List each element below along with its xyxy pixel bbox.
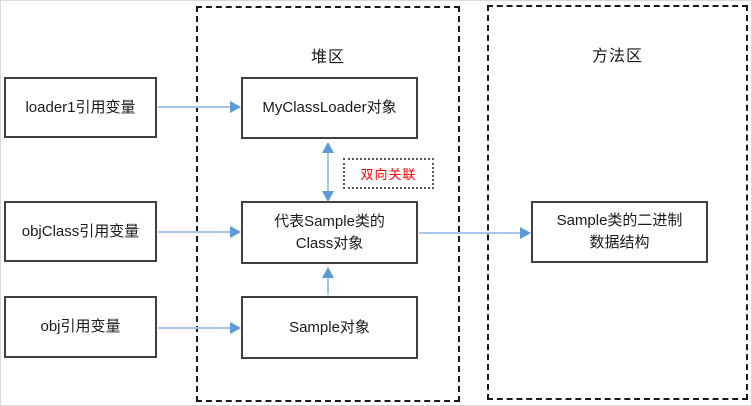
node-sample-object: Sample对象 bbox=[241, 296, 418, 359]
arrow-up-head-icon bbox=[322, 142, 334, 153]
arrow-down-head-icon bbox=[322, 191, 334, 202]
heap-region: 堆区 bbox=[196, 6, 460, 402]
node-myclassloader-object: MyClassLoader对象 bbox=[241, 77, 418, 139]
arrow-up-head-icon bbox=[322, 267, 334, 278]
arrow-right-head-icon bbox=[520, 227, 531, 239]
node-sample-binary-data: Sample类的二进制 数据结构 bbox=[531, 201, 708, 263]
bidirectional-association-label: 双向关联 bbox=[360, 167, 417, 182]
node-obj-ref: obj引用变量 bbox=[4, 296, 157, 358]
arrow-line bbox=[327, 278, 329, 295]
arrow-line bbox=[158, 231, 230, 233]
node-loader1-ref: loader1引用变量 bbox=[4, 77, 157, 138]
heap-region-title: 堆区 bbox=[310, 49, 345, 66]
method-area-title: 方法区 bbox=[591, 48, 643, 65]
arrow-line bbox=[158, 106, 230, 108]
bidirectional-association-note: 双向关联 bbox=[343, 158, 434, 189]
arrow-right-head-icon bbox=[230, 101, 241, 113]
method-area-region: 方法区 bbox=[487, 5, 748, 400]
arrow-line bbox=[158, 327, 230, 329]
node-objclass-ref: objClass引用变量 bbox=[4, 201, 157, 262]
arrow-right-head-icon bbox=[230, 322, 241, 334]
arrow-line bbox=[419, 232, 520, 234]
node-sample-class-object: 代表Sample类的 Class对象 bbox=[241, 201, 418, 264]
arrow-line bbox=[327, 153, 329, 191]
arrow-right-head-icon bbox=[230, 226, 241, 238]
